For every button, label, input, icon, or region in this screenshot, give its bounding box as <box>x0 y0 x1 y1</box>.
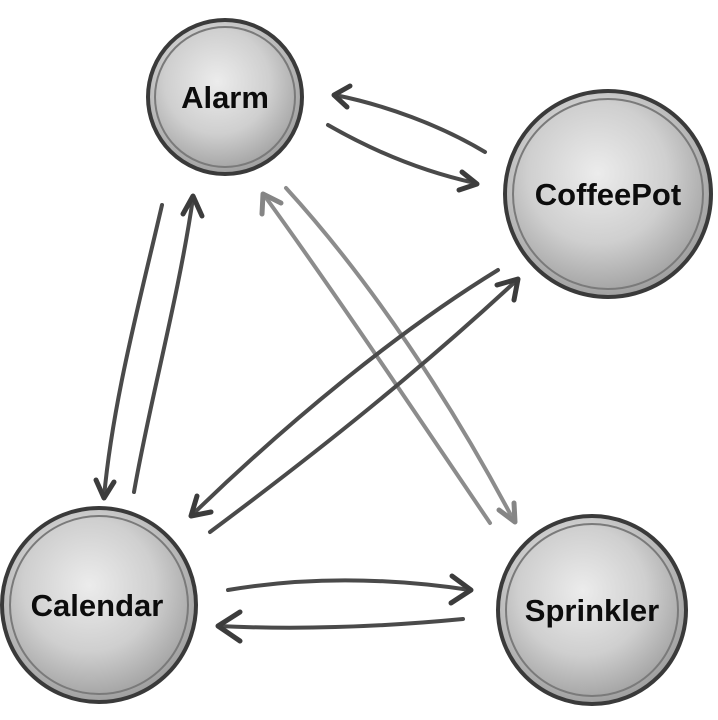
node-alarm-label: Alarm <box>181 80 269 115</box>
edge-coffeepot-to-calendar <box>188 268 500 519</box>
node-coffeepot-rim <box>512 98 704 290</box>
edge-alarm-to-calendar <box>93 203 164 501</box>
edge-coffeepot-to-alarm <box>331 83 487 154</box>
node-sprinkler: Sprinkler <box>496 514 688 706</box>
edge-calendar-to-sprinkler <box>226 573 474 606</box>
node-alarm-circle <box>146 18 304 176</box>
node-alarm: Alarm <box>146 18 304 176</box>
node-coffeepot-label: CoffeePot <box>535 177 681 212</box>
node-sprinkler-rim <box>505 523 679 697</box>
node-calendar-label: Calendar <box>31 588 164 623</box>
edge-alarm-to-coffeepot <box>326 123 480 193</box>
node-calendar-rim <box>9 515 189 695</box>
edge-alarm-to-sprinkler <box>284 186 518 525</box>
edge-calendar-to-alarm <box>132 193 205 494</box>
edge-sprinkler-to-alarm <box>259 191 492 525</box>
node-calendar-circle <box>0 506 198 704</box>
node-sprinkler-label: Sprinkler <box>525 593 659 628</box>
node-alarm-rim <box>154 26 296 168</box>
node-calendar: Calendar <box>0 506 198 704</box>
edge-sprinkler-to-calendar <box>215 609 465 644</box>
node-coffeepot-circle <box>503 89 713 299</box>
node-coffeepot: CoffeePot <box>503 89 713 299</box>
edge-calendar-to-coffeepot <box>208 276 521 534</box>
node-sprinkler-circle <box>496 514 688 706</box>
